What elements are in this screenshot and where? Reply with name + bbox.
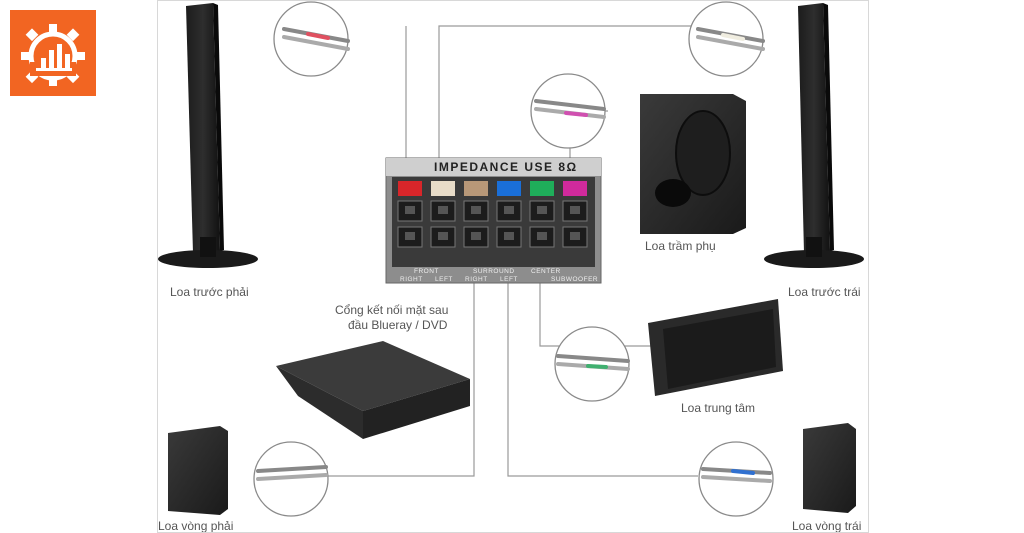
player-label-line1: Cổng kết nối mặt sau bbox=[335, 303, 449, 317]
surround-group-label: SURROUND bbox=[473, 268, 515, 275]
panel-title: IMPEDANCE USE 8Ω bbox=[434, 160, 578, 174]
terminal-hole bbox=[570, 206, 580, 214]
terminal-hole bbox=[504, 232, 514, 240]
terminal-hole bbox=[471, 206, 481, 214]
front-right-label: RIGHT bbox=[400, 276, 423, 283]
terminal-hole bbox=[570, 232, 580, 240]
terminal-color-cap bbox=[497, 181, 521, 196]
terminal-hole bbox=[405, 206, 415, 214]
brand-logo bbox=[10, 10, 96, 96]
terminal-hole bbox=[504, 206, 514, 214]
terminal-hole bbox=[438, 232, 448, 240]
terminal-hole bbox=[537, 232, 547, 240]
gear-chart-icon bbox=[21, 24, 85, 86]
front-left-speaker bbox=[764, 3, 864, 268]
subwoofer-speaker bbox=[640, 94, 746, 234]
terminal-color-cap bbox=[563, 181, 587, 196]
front-right-label-text: Loa trước phải bbox=[170, 285, 249, 299]
subwoofer-terminal-label: SUBWOOFER bbox=[551, 276, 599, 283]
connection-lines bbox=[158, 1, 864, 517]
terminal-color-cap bbox=[431, 181, 455, 196]
terminal-hole bbox=[537, 206, 547, 214]
surround-left-label-text: Loa vòng trái bbox=[792, 519, 862, 533]
wiring-diagram: IMPEDANCE USE 8Ω FRONT SURROUND CENTER R… bbox=[157, 0, 869, 533]
terminal-hole bbox=[405, 232, 415, 240]
subwoofer-label-text: Loa trầm phụ bbox=[645, 239, 716, 253]
terminal-color-cap bbox=[464, 181, 488, 196]
front-left-label-text: Loa trước trái bbox=[788, 285, 861, 299]
center-label-text: Loa trung tâm bbox=[681, 401, 756, 415]
front-group-label: FRONT bbox=[414, 268, 439, 275]
speaker-terminal-panel bbox=[385, 157, 602, 284]
terminal-color-cap bbox=[398, 181, 422, 196]
surround-left-speaker bbox=[803, 423, 856, 513]
surround-right-speaker bbox=[168, 426, 228, 515]
terminal-hole bbox=[438, 206, 448, 214]
terminal-hole bbox=[471, 232, 481, 240]
front-left-label: LEFT bbox=[435, 276, 453, 283]
front-right-speaker bbox=[158, 3, 258, 268]
surround-left-label: LEFT bbox=[500, 276, 518, 283]
terminal-color-cap bbox=[530, 181, 554, 196]
player-label-line2: đầu Blueray / DVD bbox=[348, 318, 448, 332]
surround-right-label: RIGHT bbox=[465, 276, 488, 283]
surround-right-label-text: Loa vòng phải bbox=[158, 519, 234, 533]
center-speaker bbox=[648, 299, 783, 396]
dvd-player bbox=[276, 341, 470, 439]
center-group-label: CENTER bbox=[531, 268, 561, 275]
